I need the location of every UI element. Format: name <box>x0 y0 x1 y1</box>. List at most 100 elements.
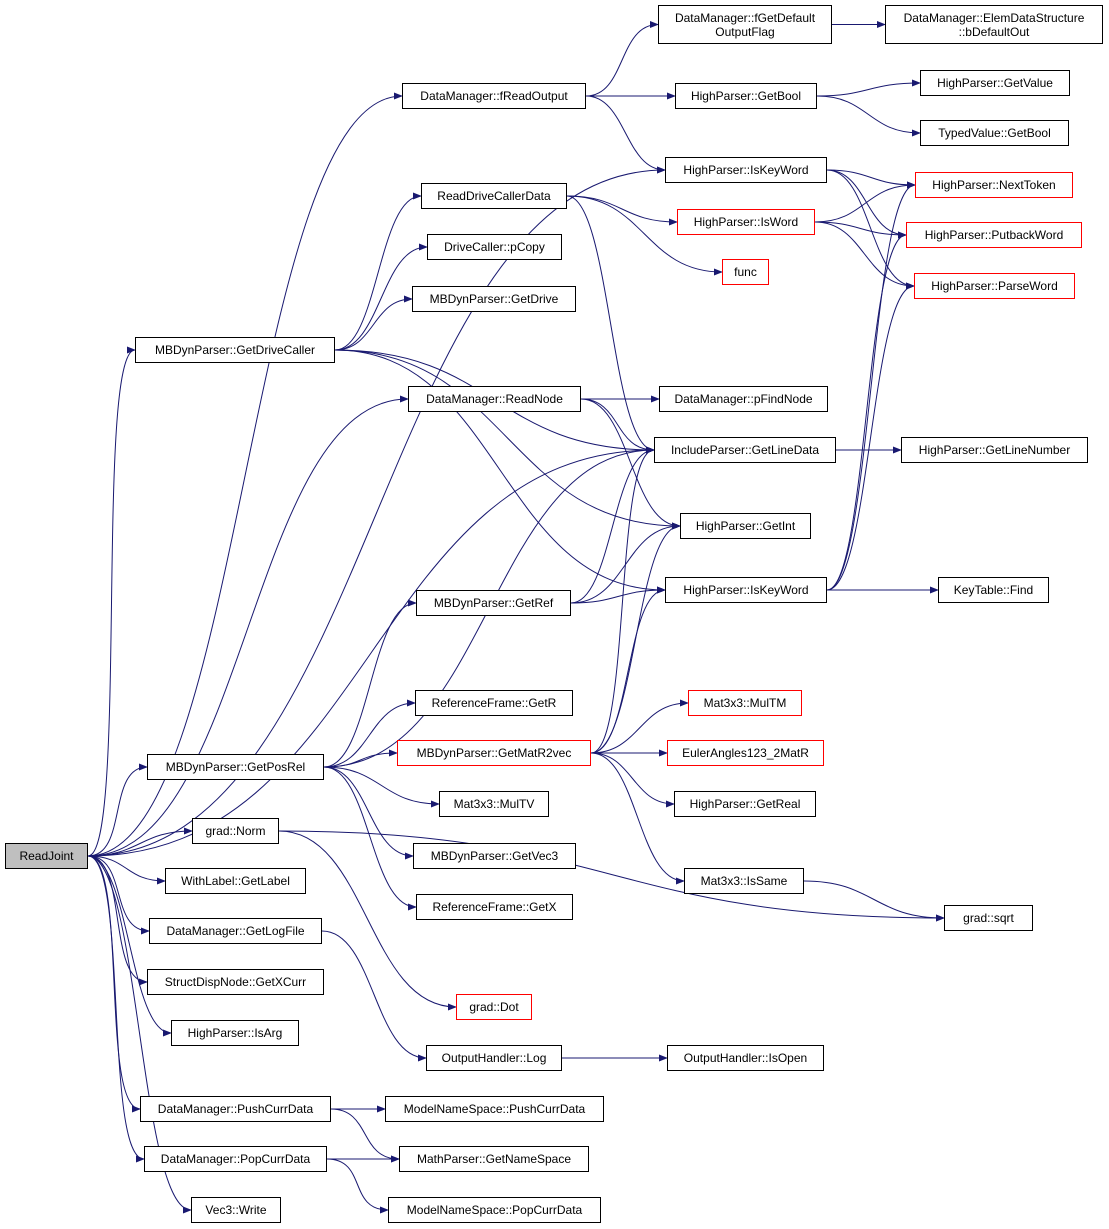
edge-mbd_getmatr2vec-to-mat_multm <box>590 699 689 754</box>
edge-mbd_getref-to-hp_iskeyword2 <box>570 586 666 604</box>
node-dm-pushcurrdata[interactable]: DataManager::PushCurrData <box>140 1096 331 1122</box>
node-dm-fgetdefault[interactable]: DataManager::fGetDefault OutputFlag <box>658 5 832 44</box>
edge-readjoint-to-grad_norm <box>87 827 193 857</box>
edge-readjoint-to-dm_freadoutput <box>87 92 403 857</box>
node-hp-getlinenumber[interactable]: HighParser::GetLineNumber <box>901 437 1088 463</box>
edge-mbd_getdrivecaller-to-hp_iskeyword2 <box>334 349 666 594</box>
edge-dm_freadoutput-to-dm_fgetdefault <box>585 20 659 97</box>
node-mbd-getmatr2vec[interactable]: MBDynParser::GetMatR2vec <box>397 740 591 766</box>
node-mns-pushcurrdata[interactable]: ModelNameSpace::PushCurrData <box>385 1096 604 1122</box>
node-hp-nexttoken[interactable]: HighParser::NextToken <box>915 172 1073 198</box>
node-hp-getint[interactable]: HighParser::GetInt <box>680 513 811 539</box>
node-grad-norm[interactable]: grad::Norm <box>192 818 279 844</box>
edge-mbd_getposrel-to-mbd_getmatr2vec <box>323 749 398 768</box>
edge-readjoint-to-hp_iskeyword1 <box>87 166 666 857</box>
node-dm-getlogfile[interactable]: DataManager::GetLogFile <box>149 918 322 944</box>
node-mbd-getposrel[interactable]: MBDynParser::GetPosRel <box>147 754 324 780</box>
node-readdrivecallerdata[interactable]: ReadDriveCallerData <box>421 183 567 209</box>
edge-mbd_getdrivecaller-to-readdrivecallerdata <box>334 192 422 351</box>
node-kt-find[interactable]: KeyTable::Find <box>938 577 1049 603</box>
node-dm-freadoutput[interactable]: DataManager::fReadOutput <box>402 83 586 109</box>
node-oh-log[interactable]: OutputHandler::Log <box>426 1045 562 1071</box>
node-dm-readnode[interactable]: DataManager::ReadNode <box>408 386 581 412</box>
edge-hp_getbool-to-hp_getvalue <box>816 79 921 97</box>
edge-hp_getbool-to-tv_getbool <box>816 95 921 137</box>
edge-grad_norm-to-grad_sqrt <box>278 830 945 922</box>
edge-mbd_getref-to-ip_getlinedata <box>570 446 655 604</box>
node-ip-getlinedata[interactable]: IncludeParser::GetLineData <box>654 437 836 463</box>
edge-mbd_getmatr2vec-to-hp_getreal <box>590 752 675 808</box>
edge-mbd_getdrivecaller-to-hp_getint <box>334 349 681 530</box>
node-hp-getreal[interactable]: HighParser::GetReal <box>674 791 816 817</box>
edge-readjoint-to-hp_isarg <box>87 855 172 1037</box>
edge-readjoint-to-dm_readnode <box>87 395 409 857</box>
node-grad-sqrt[interactable]: grad::sqrt <box>944 905 1033 931</box>
edge-hp_iskeyword2-to-hp_parseword <box>826 282 915 591</box>
node-func[interactable]: func <box>722 259 769 285</box>
node-mp-getnamespace[interactable]: MathParser::GetNameSpace <box>399 1146 589 1172</box>
node-oh-isopen[interactable]: OutputHandler::IsOpen <box>667 1045 824 1071</box>
edge-readdrivecallerdata-to-ip_getlinedata <box>566 195 655 454</box>
edge-mbd_getmatr2vec-to-ip_getlinedata <box>590 446 655 754</box>
edge-readjoint-to-ip_getlinedata <box>87 446 655 857</box>
edge-hp_iskeyword1-to-hp_parseword <box>826 169 915 290</box>
node-rf-getx[interactable]: ReferenceFrame::GetX <box>416 894 573 920</box>
node-vec3-write[interactable]: Vec3::Write <box>191 1197 281 1223</box>
edge-readjoint-to-vec3_write <box>87 855 192 1214</box>
edge-grad_norm-to-grad_dot <box>278 830 457 1011</box>
node-mat-issame[interactable]: Mat3x3::IsSame <box>684 868 804 894</box>
edge-mbd_getposrel-to-rf_getx <box>323 766 417 911</box>
node-hp-getvalue[interactable]: HighParser::GetValue <box>920 70 1070 96</box>
node-hp-putbackword[interactable]: HighParser::PutbackWord <box>906 222 1082 248</box>
edge-dm_getlogfile-to-oh_log <box>321 930 427 1062</box>
edge-mbd_getposrel-to-mbd_getvec3 <box>323 766 414 860</box>
node-mbd-getref[interactable]: MBDynParser::GetRef <box>416 590 571 616</box>
edge-hp_iskeyword2-to-hp_nexttoken <box>826 181 916 591</box>
node-sdn-getxcurr[interactable]: StructDispNode::GetXCurr <box>147 969 324 995</box>
edge-dm_readnode-to-ip_getlinedata <box>580 398 655 454</box>
node-hp-isword[interactable]: HighParser::IsWord <box>677 209 815 235</box>
edge-mbd_getdrivecaller-to-mbd_getdrive <box>334 295 413 351</box>
node-dm-elemdata[interactable]: DataManager::ElemDataStructure ::bDefaul… <box>885 5 1103 44</box>
edge-hp_isword-to-hp_parseword <box>814 221 915 290</box>
edge-mbd_getposrel-to-mbd_getref <box>323 599 417 768</box>
node-readjoint: ReadJoint <box>5 843 88 869</box>
edge-hp_isword-to-hp_nexttoken <box>814 181 916 223</box>
edge-readjoint-to-dm_pushcurrdata <box>87 855 141 1113</box>
node-hp-parseword[interactable]: HighParser::ParseWord <box>914 273 1075 299</box>
node-mns-popcurrdata[interactable]: ModelNameSpace::PopCurrData <box>388 1197 601 1223</box>
edge-hp_isword-to-hp_putbackword <box>814 221 907 239</box>
edge-mbd_getmatr2vec-to-mat_issame <box>590 752 685 885</box>
node-dc-pcopy[interactable]: DriveCaller::pCopy <box>427 234 562 260</box>
edge-dm_freadoutput-to-hp_iskeyword1 <box>585 95 666 174</box>
node-tv-getbool[interactable]: TypedValue::GetBool <box>920 120 1069 146</box>
node-mat-multv[interactable]: Mat3x3::MulTV <box>439 791 549 817</box>
edge-dm_popcurrdata-to-mns_popcurrdata <box>326 1158 389 1214</box>
edge-readjoint-to-mbd_getposrel <box>87 763 148 857</box>
node-wl-getlabel[interactable]: WithLabel::GetLabel <box>165 868 306 894</box>
edge-readjoint-to-mbd_getdrivecaller <box>87 346 136 857</box>
node-hp-iskeyword-mid[interactable]: HighParser::IsKeyWord <box>665 577 827 603</box>
edge-mbd_getdrivecaller-to-dc_pcopy <box>334 243 428 351</box>
node-hp-isarg[interactable]: HighParser::IsArg <box>171 1020 299 1046</box>
node-dm-pfindnode[interactable]: DataManager::pFindNode <box>659 386 828 412</box>
edge-readjoint-to-wl_getlabel <box>87 855 166 885</box>
node-euler[interactable]: EulerAngles123_2MatR <box>667 740 824 766</box>
edge-dm_readnode-to-hp_getint <box>580 398 681 530</box>
node-hp-iskeyword-top[interactable]: HighParser::IsKeyWord <box>665 157 827 183</box>
edge-mbd_getposrel-to-mat_multv <box>323 766 440 808</box>
edge-readdrivecallerdata-to-hp_isword <box>566 195 678 226</box>
edge-mat_issame-to-grad_sqrt <box>803 880 945 922</box>
node-hp-getbool[interactable]: HighParser::GetBool <box>675 83 817 109</box>
edge-hp_iskeyword2-to-hp_putbackword <box>826 231 907 591</box>
node-grad-dot[interactable]: grad::Dot <box>456 994 532 1020</box>
edge-readjoint-to-dm_popcurrdata <box>87 855 145 1163</box>
node-dm-popcurrdata[interactable]: DataManager::PopCurrData <box>144 1146 327 1172</box>
node-mbd-getdrivecaller[interactable]: MBDynParser::GetDriveCaller <box>135 337 335 363</box>
node-mbd-getdrive[interactable]: MBDynParser::GetDrive <box>412 286 576 312</box>
node-mat-multm[interactable]: Mat3x3::MulTM <box>688 690 802 716</box>
edge-hp_iskeyword1-to-hp_nexttoken <box>826 169 916 189</box>
node-mbd-getvec3[interactable]: MBDynParser::GetVec3 <box>413 843 576 869</box>
node-rf-getr[interactable]: ReferenceFrame::GetR <box>415 690 573 716</box>
